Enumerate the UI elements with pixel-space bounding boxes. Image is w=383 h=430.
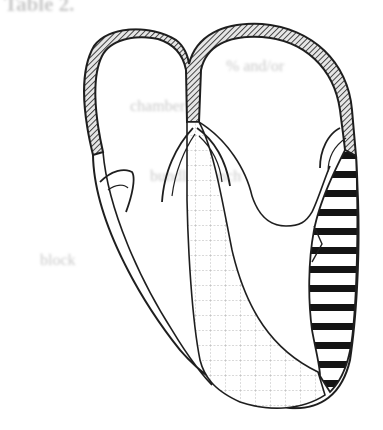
tricuspid-valve-leaflet <box>100 170 134 212</box>
interventricular-septum <box>187 122 325 408</box>
atrial-wall-hatched <box>84 24 356 156</box>
tricuspid-valve-leaflet-inner <box>108 185 128 190</box>
mitral-valve-leaflet <box>320 128 340 168</box>
